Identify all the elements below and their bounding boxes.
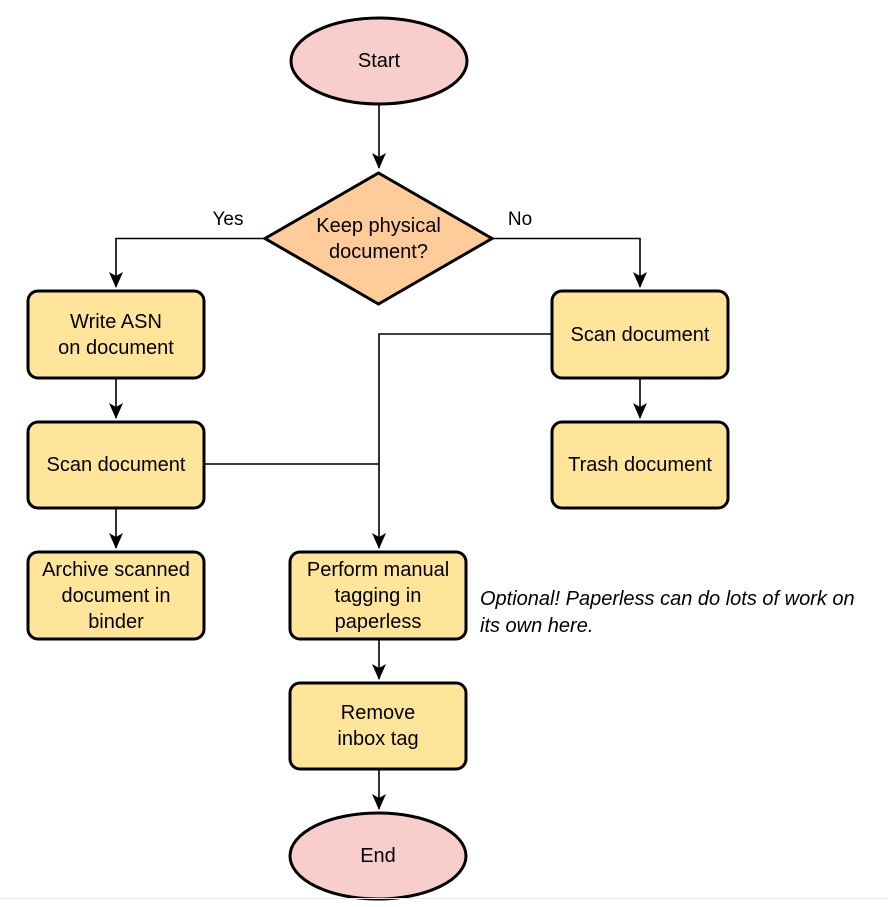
tagging-process-shape [288, 550, 468, 641]
scan-right-process-shape [550, 289, 730, 380]
remove-inbox-process-shape [288, 681, 468, 771]
optional-note-annotation: Optional! Paperless can do lots of work … [480, 588, 855, 637]
end-terminal-shape [288, 811, 468, 901]
write-asn-process-shape [26, 289, 206, 380]
connector-decision-no-to-scan-right [492, 237, 647, 288]
decision-diamond-shape [261, 171, 496, 306]
bottom-hairline [0, 898, 888, 899]
trash-process-shape [550, 420, 730, 510]
connector-scan-right-to-tagging [372, 333, 552, 549]
start-terminal-shape [289, 16, 469, 106]
archive-process-shape [26, 550, 206, 641]
connector-decision-yes-to-write-asn [109, 237, 265, 288]
scan-left-process-shape [26, 420, 206, 510]
